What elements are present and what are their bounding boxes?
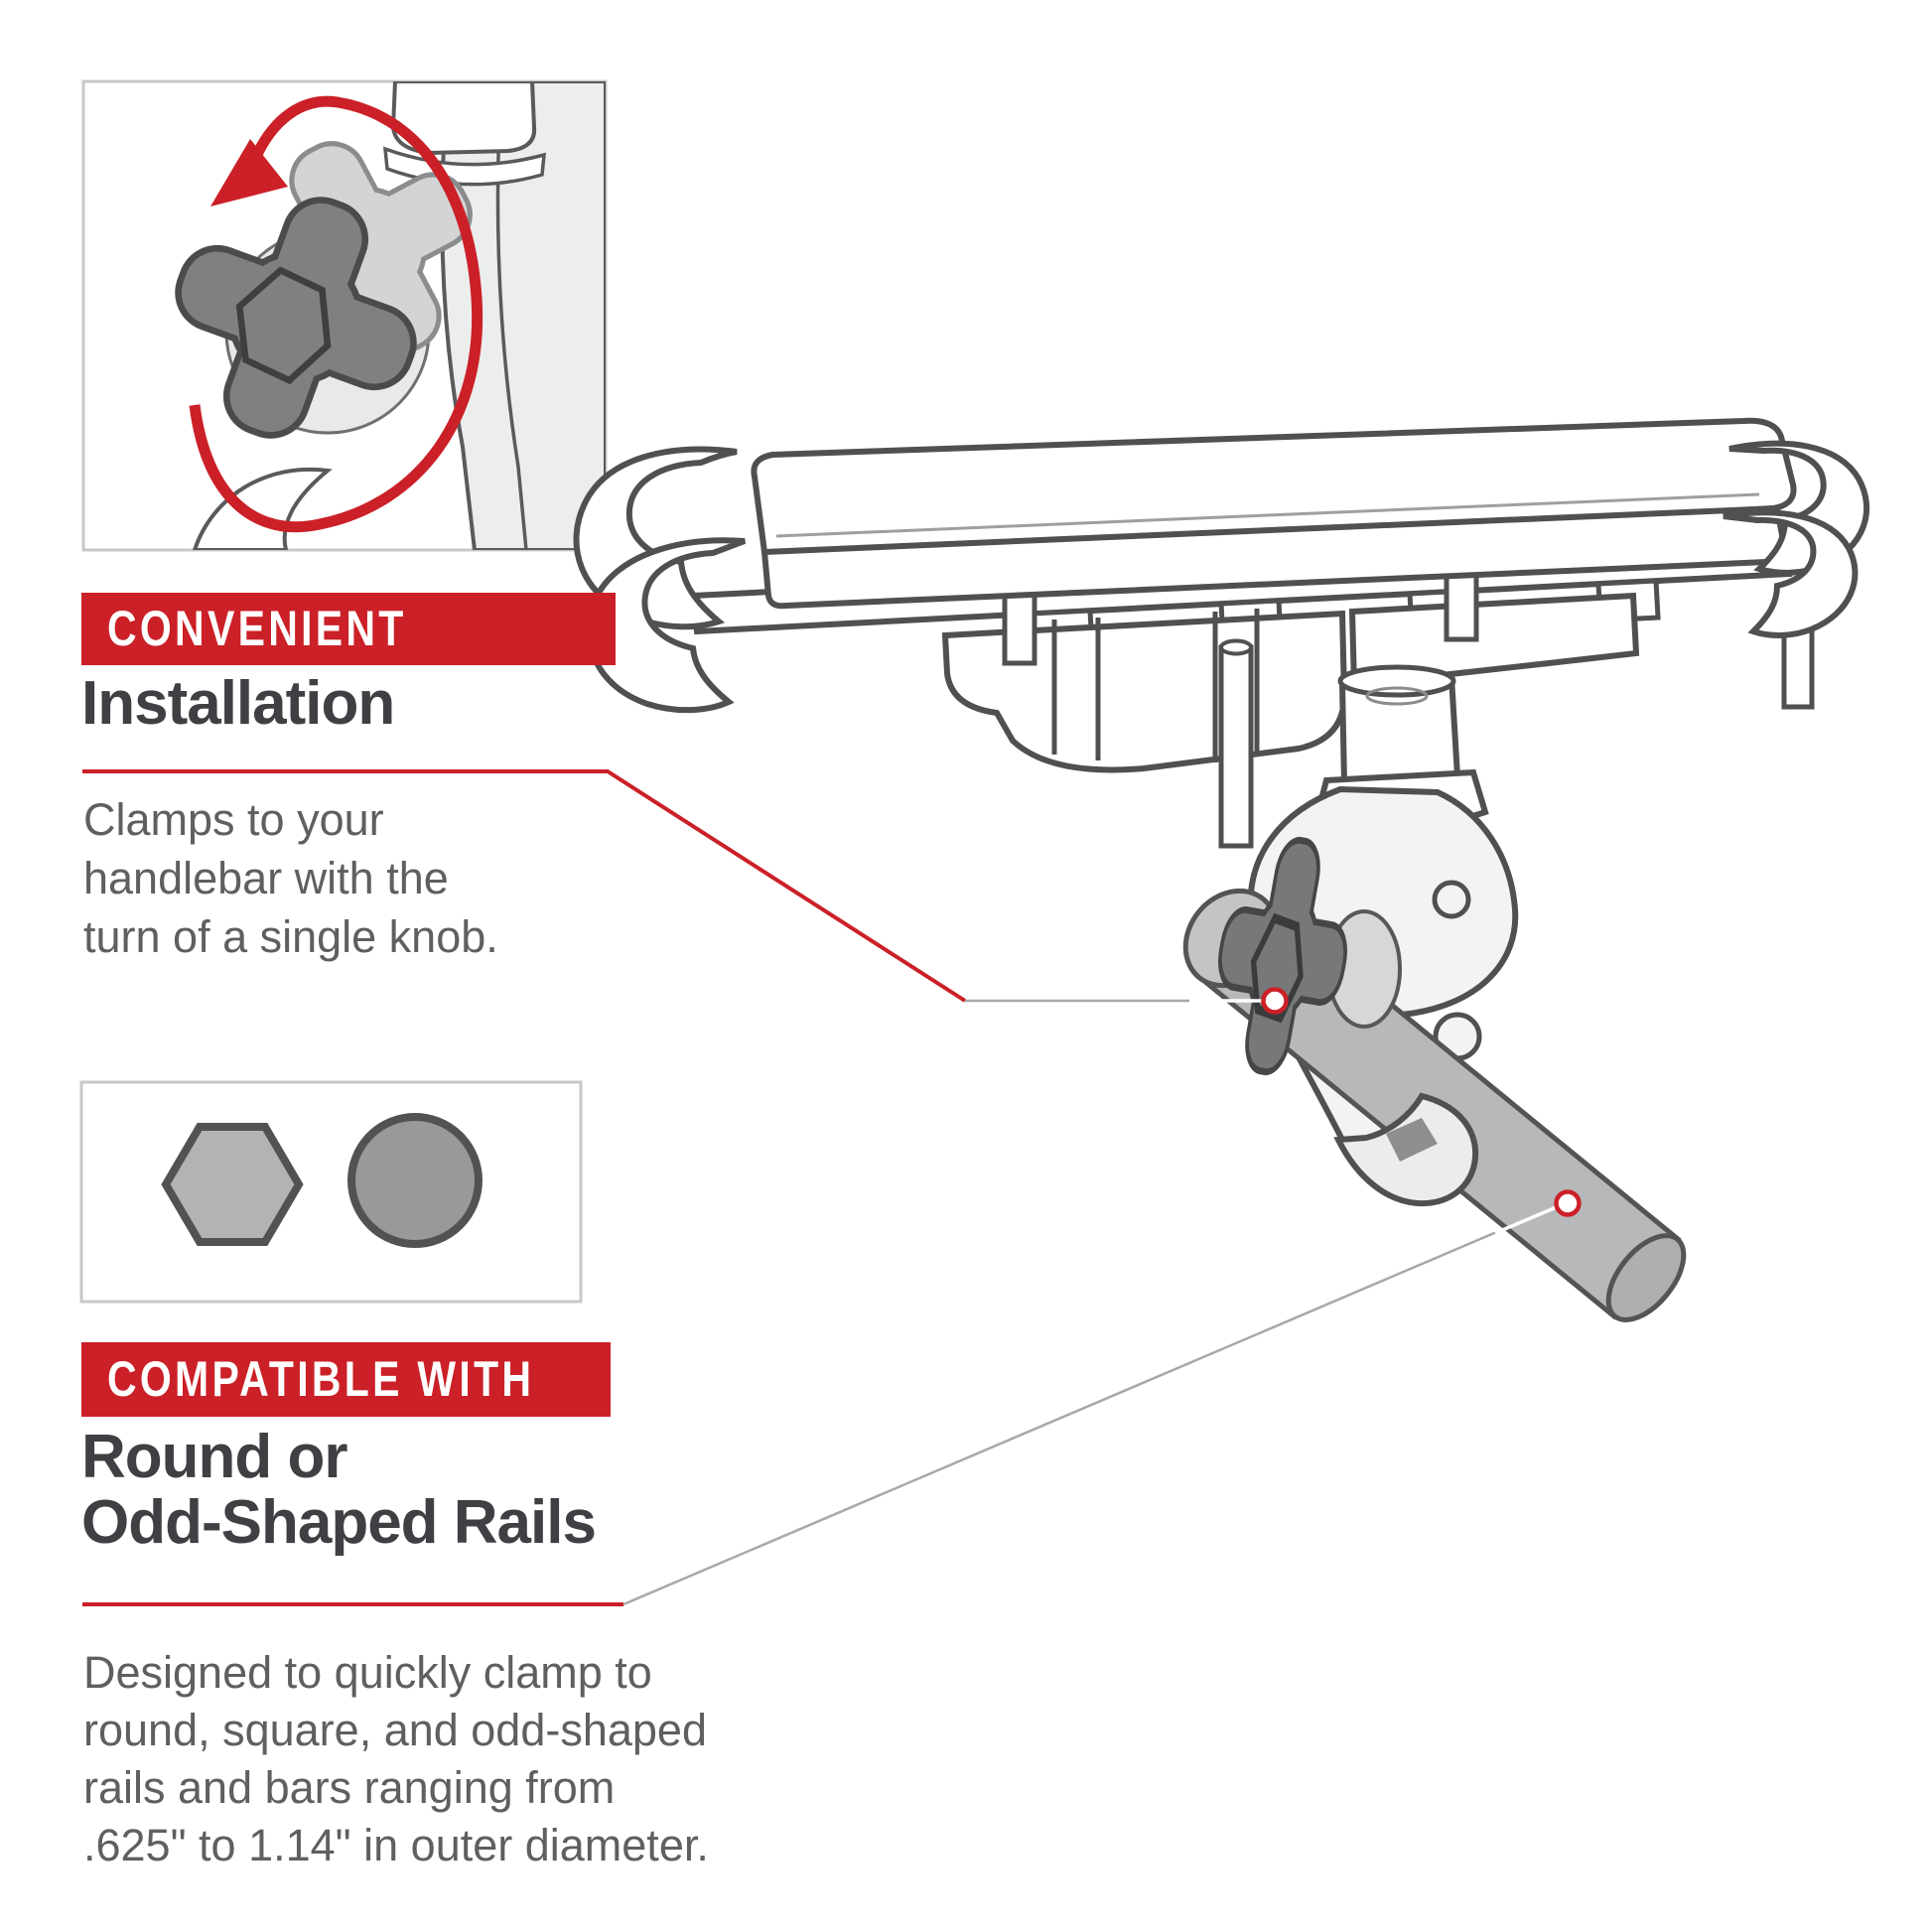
hexagon-rail-icon [161, 1123, 304, 1246]
clamp-knob-icon [1204, 834, 1362, 1078]
right-grip-claw [1723, 440, 1869, 638]
callout-line-installation [82, 769, 1191, 1003]
rotation-arrow-icon [189, 95, 483, 533]
callout-marker-rail [1554, 1189, 1582, 1217]
clamp-jaw-tip [1333, 1092, 1479, 1207]
heading-line: Installation [81, 669, 395, 738]
feature-heading-rails: Round or Odd-Shaped Rails [81, 1423, 597, 1557]
feature-body-installation: Clamps to your handlebar with the turn o… [83, 790, 498, 966]
body-line: rails and bars ranging from [83, 1762, 616, 1813]
feature-tag-banner-convenient: CONVENIENT [81, 593, 616, 665]
body-line: .625" to 1.14" in outer diameter. [83, 1820, 709, 1870]
phone-cradle-illustration [573, 417, 1869, 849]
heading-line: Odd-Shaped Rails [81, 1488, 597, 1557]
feature-tag-label: COMPATIBLE WITH [107, 1351, 535, 1407]
callout-marker-knob [1261, 987, 1289, 1015]
feature-body-rails: Designed to quickly clamp to round, squa… [83, 1644, 709, 1874]
body-line: handlebar with the [83, 853, 449, 903]
knob-turn-inset-box [81, 79, 608, 552]
callout-line-rails [82, 1205, 1556, 1606]
wing-knob-icon [145, 167, 448, 470]
feature-tag-banner-compatible: COMPATIBLE WITH [81, 1342, 611, 1417]
rail-shapes-inset-box [79, 1080, 583, 1304]
body-line: Clamps to your [83, 794, 384, 845]
feature-heading-installation: Installation [81, 669, 395, 738]
body-line: turn of a single knob. [83, 911, 498, 962]
feature-tag-label: CONVENIENT [107, 601, 407, 656]
body-line: Designed to quickly clamp to [83, 1647, 652, 1698]
heading-line: Round or [81, 1423, 347, 1491]
circle-rail-icon [347, 1113, 483, 1248]
left-grip-claw [573, 446, 747, 714]
body-line: round, square, and odd-shaped [83, 1705, 707, 1755]
